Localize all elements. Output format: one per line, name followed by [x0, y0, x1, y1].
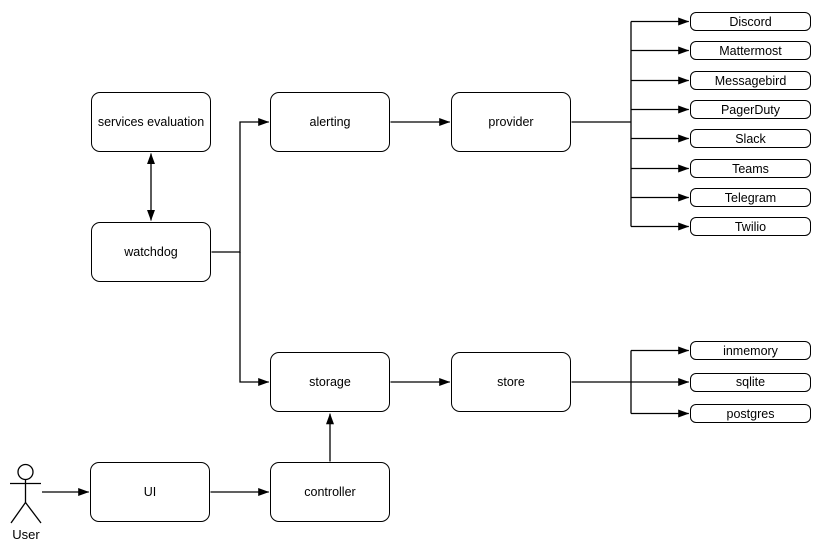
node-services-evaluation: services evaluation	[91, 92, 211, 152]
node-watchdog-label: watchdog	[124, 245, 178, 259]
leaf-mattermost-label: Mattermost	[719, 43, 782, 58]
node-alerting-label: alerting	[309, 115, 351, 129]
edge-watchdog-to-storage	[239, 252, 270, 386]
leaf-twilio-label: Twilio	[734, 219, 767, 234]
leaf-discord-label: Discord	[729, 14, 772, 29]
node-ui: UI	[90, 462, 210, 522]
leaf-pagerduty: PagerDuty	[690, 100, 811, 119]
user-actor-label: User	[12, 527, 40, 542]
leaf-slack: Slack	[690, 129, 811, 148]
leaf-pagerduty-label: PagerDuty	[720, 102, 781, 117]
leaf-inmemory-label: inmemory	[723, 343, 778, 358]
edge-store-trunk	[571, 350, 632, 414]
node-controller: controller	[270, 462, 390, 522]
leaf-mattermost: Mattermost	[690, 41, 811, 60]
node-provider-label: provider	[488, 115, 534, 129]
leaf-teams: Teams	[690, 159, 811, 178]
node-storage-label: storage	[309, 375, 351, 389]
node-alerting: alerting	[270, 92, 390, 152]
leaf-postgres-label: postgres	[726, 406, 775, 421]
node-ui-label: UI	[143, 485, 157, 499]
leaf-sqlite-label: sqlite	[735, 375, 766, 389]
node-store: store	[451, 352, 571, 412]
node-services-evaluation-label: services evaluation	[97, 115, 205, 129]
leaf-telegram: Telegram	[690, 188, 811, 207]
leaf-slack-label: Slack	[735, 131, 766, 146]
node-provider: provider	[451, 92, 571, 152]
edge-provider-trunk	[571, 21, 632, 227]
node-store-label: store	[497, 375, 525, 389]
user-actor-icon	[10, 463, 42, 524]
leaf-inmemory: inmemory	[690, 341, 811, 360]
leaf-sqlite: sqlite	[690, 372, 811, 392]
leaf-teams-label: Teams	[732, 161, 769, 176]
leaf-discord: Discord	[690, 12, 811, 31]
leaf-messagebird-label: Messagebird	[714, 73, 787, 88]
edge-watchdog-to-alerting	[211, 118, 270, 253]
node-storage: storage	[270, 352, 390, 412]
leaf-twilio: Twilio	[690, 217, 811, 236]
leaf-telegram-label: Telegram	[724, 190, 777, 205]
node-watchdog: watchdog	[91, 222, 211, 282]
node-controller-label: controller	[304, 485, 356, 499]
leaf-messagebird: Messagebird	[690, 71, 811, 90]
leaf-postgres: postgres	[690, 404, 811, 423]
